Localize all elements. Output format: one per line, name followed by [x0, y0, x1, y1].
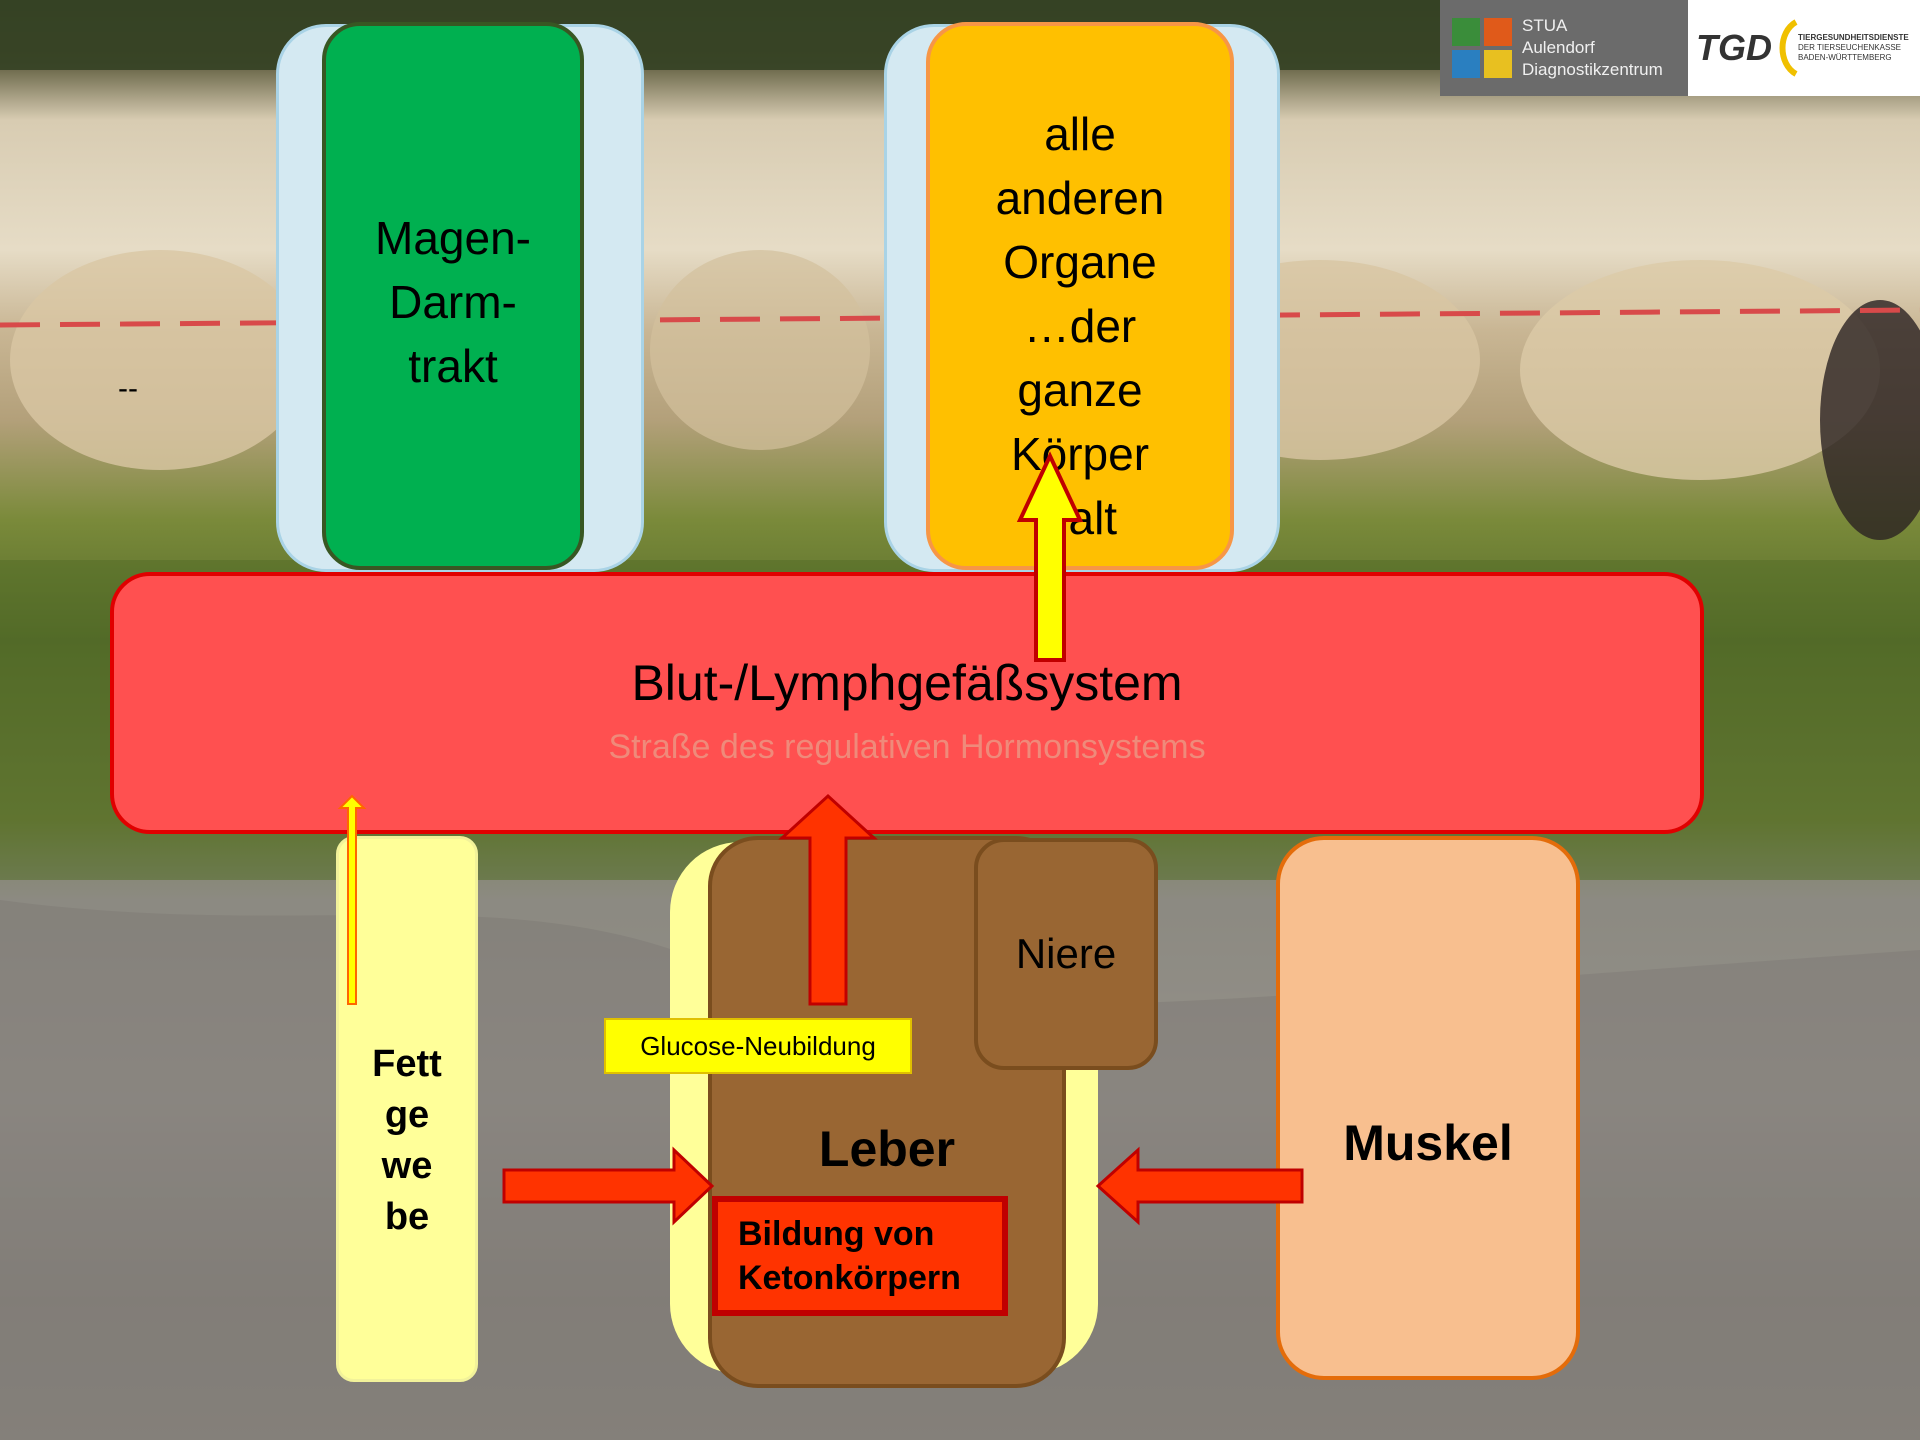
glucose-label: Glucose-Neubildung: [640, 1030, 876, 1061]
blutgefaess-node: Blut-/Lymphgefäßsystem Straße des regula…: [110, 572, 1704, 834]
stua-text: STUA Aulendorf Diagnostikzentrum: [1522, 15, 1663, 81]
stray-dash: --: [118, 372, 138, 405]
stua-line-1: STUA: [1522, 16, 1568, 35]
tgd-subtitle: TIERGESUNDHEITSDIENSTE DER TIERSEUCHENKA…: [1798, 33, 1909, 63]
stua-line-2: Aulendorf: [1522, 38, 1595, 57]
niere-label: Niere: [1015, 930, 1117, 977]
tgd-swoosh-icon: [1779, 19, 1798, 77]
niere-node: Niere: [974, 838, 1158, 1070]
tgd-mark: TGD: [1696, 27, 1772, 68]
glucose-label-box: Glucose-Neubildung: [604, 1018, 912, 1074]
tgd-subtitle-2: DER TIERSEUCHENKASSE: [1798, 43, 1901, 52]
tgd-logo: TGD TIERGESUNDHEITSDIENSTE DER TIERSEUCH…: [1688, 0, 1920, 96]
tgd-subtitle-1: TIERGESUNDHEITSDIENSTE: [1798, 33, 1909, 42]
muskel-label: Muskel: [1343, 1115, 1513, 1171]
organe-label: alle anderen Organe …der ganze Körper ha…: [995, 108, 1165, 544]
blutgefaess-title: Blut-/Lymphgefäßsystem: [631, 654, 1183, 711]
fettgewebe-label: Fett ge we be: [372, 1043, 442, 1238]
arrow-muscle-to-liver: [1095, 1146, 1304, 1226]
tgd-subtitle-3: BADEN-WÜRTTEMBERG: [1798, 53, 1892, 62]
stua-line-3: Diagnostikzentrum: [1522, 60, 1663, 79]
ketonkoerper-label: Bildung von Ketonkörpern: [738, 1215, 961, 1297]
logo-bar: STUA Aulendorf Diagnostikzentrum TGD TIE…: [1440, 0, 1920, 96]
stua-logo: STUA Aulendorf Diagnostikzentrum: [1440, 0, 1688, 96]
stua-animal-icon: [1452, 18, 1512, 78]
fettgewebe-node: Fett ge we be: [336, 836, 478, 1382]
leber-label: Leber: [818, 1121, 956, 1177]
muskel-node: Muskel: [1276, 836, 1580, 1380]
magen-darm-label: Magen- Darm- trakt: [375, 212, 531, 392]
organe-node: alle anderen Organe …der ganze Körper ha…: [926, 22, 1234, 570]
blutgefaess-subtitle: Straße des regulativen Hormonsystems: [608, 727, 1206, 766]
magen-darm-node: Magen- Darm- trakt: [322, 22, 584, 570]
ketonkoerper-box: Bildung von Ketonkörpern: [712, 1196, 1008, 1316]
